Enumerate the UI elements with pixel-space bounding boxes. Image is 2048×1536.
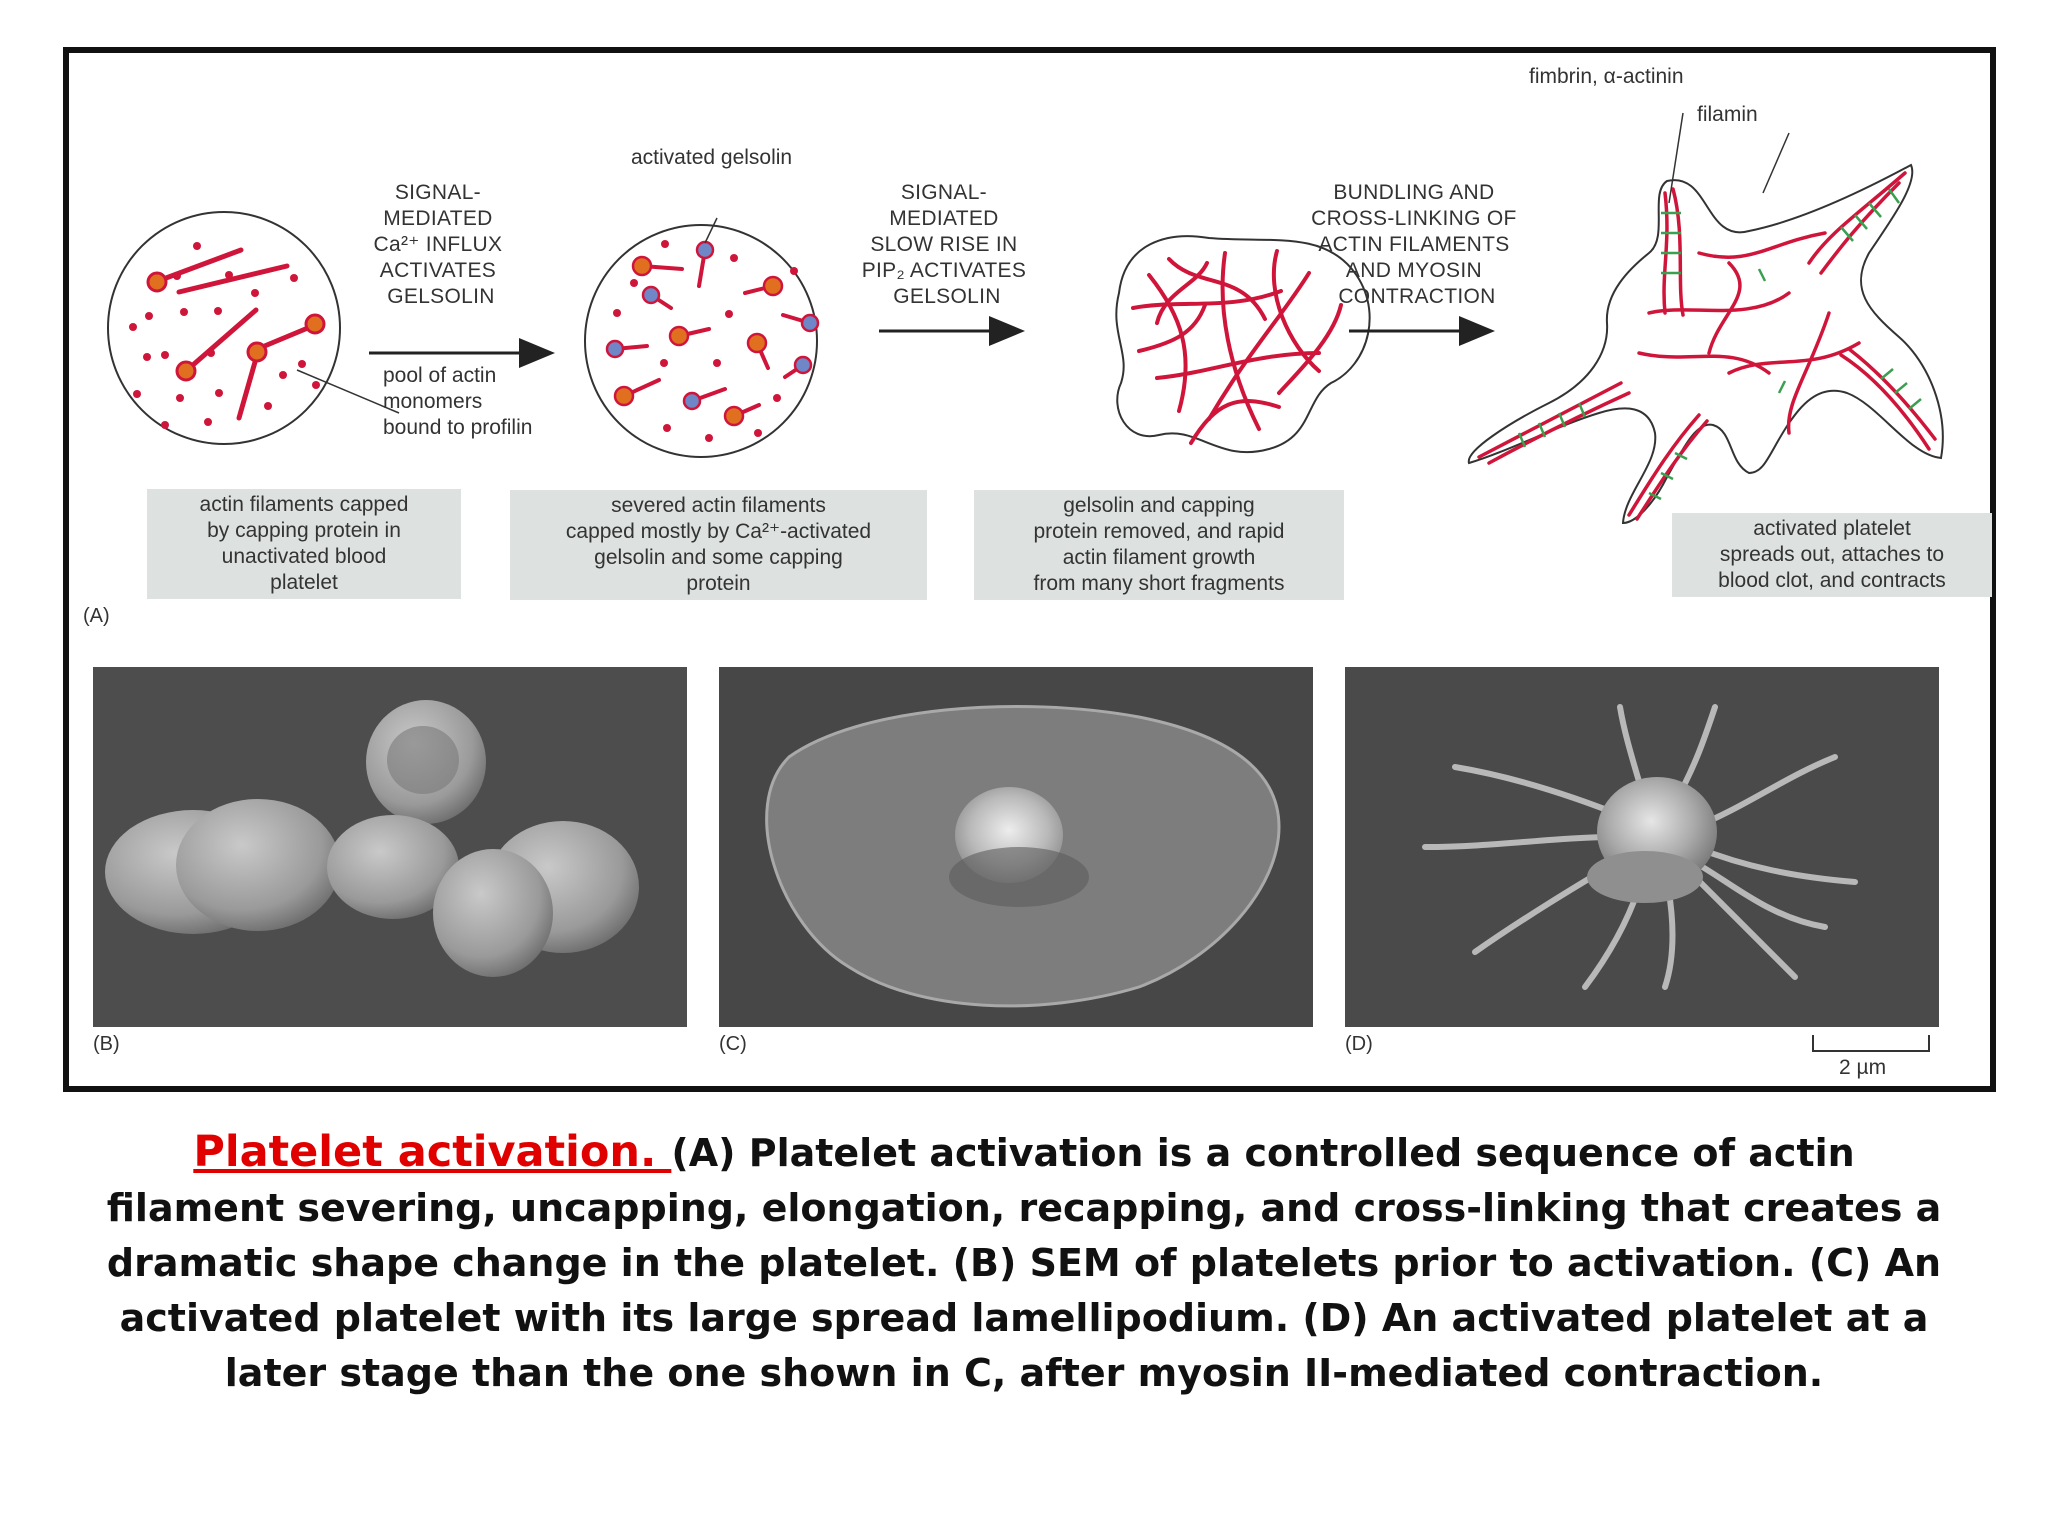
figure-caption: Platelet activation. (A) Platelet activa… bbox=[100, 1125, 1948, 1401]
step-arrows bbox=[369, 316, 1495, 368]
caption-box-1: actin filaments capped by capping protei… bbox=[147, 489, 461, 599]
sem-photo-c bbox=[719, 667, 1313, 1027]
step-2-text: SIGNAL- MEDIATED SLOW RISE IN PIP₂ ACTIV… bbox=[862, 181, 1033, 308]
activated-spread-platelet bbox=[1467, 112, 1944, 525]
panel-d-letter: (D) bbox=[1345, 1033, 1373, 1055]
sem-photo-d bbox=[1345, 667, 1939, 1027]
severed-filament-platelet bbox=[584, 217, 820, 458]
label-profilin-pool: pool of actin monomers bound to profilin bbox=[383, 364, 532, 439]
panel-c-letter: (C) bbox=[719, 1033, 747, 1055]
step-3-text: BUNDLING AND CROSS-LINKING OF ACTIN FILA… bbox=[1311, 181, 1523, 308]
unactivated-platelet bbox=[107, 211, 400, 445]
scale-bar bbox=[1812, 1035, 1930, 1052]
label-fimbrin: fimbrin, α-actinin bbox=[1529, 65, 1684, 88]
panel-a-diagram: SIGNAL- MEDIATED Ca²⁺ INFLUX ACTIVATES G… bbox=[107, 65, 1944, 525]
caption-title: Platelet activation. bbox=[193, 1127, 672, 1177]
actin-monomer-dots bbox=[129, 242, 320, 429]
sem-photo-b bbox=[93, 667, 687, 1027]
caption-box-2: severed actin filaments capped mostly by… bbox=[510, 490, 927, 600]
label-activated-gelsolin: activated gelsolin bbox=[631, 146, 792, 169]
figure-frame: SIGNAL- MEDIATED Ca²⁺ INFLUX ACTIVATES G… bbox=[63, 47, 1996, 1092]
scale-bar-label: 2 µm bbox=[1839, 1056, 1887, 1079]
caption-text: (A) Platelet activation is a controlled … bbox=[106, 1131, 1942, 1395]
label-filamin: filamin bbox=[1697, 103, 1758, 126]
panel-b-letter: (B) bbox=[93, 1033, 120, 1055]
caption-box-4: activated platelet spreads out, attaches… bbox=[1672, 513, 1992, 597]
step-1-text: SIGNAL- MEDIATED Ca²⁺ INFLUX ACTIVATES G… bbox=[374, 181, 509, 308]
panel-a-letter: (A) bbox=[83, 605, 110, 627]
growing-filament-platelet bbox=[1115, 235, 1371, 454]
caption-box-3: gelsolin and capping protein removed, an… bbox=[974, 490, 1344, 600]
